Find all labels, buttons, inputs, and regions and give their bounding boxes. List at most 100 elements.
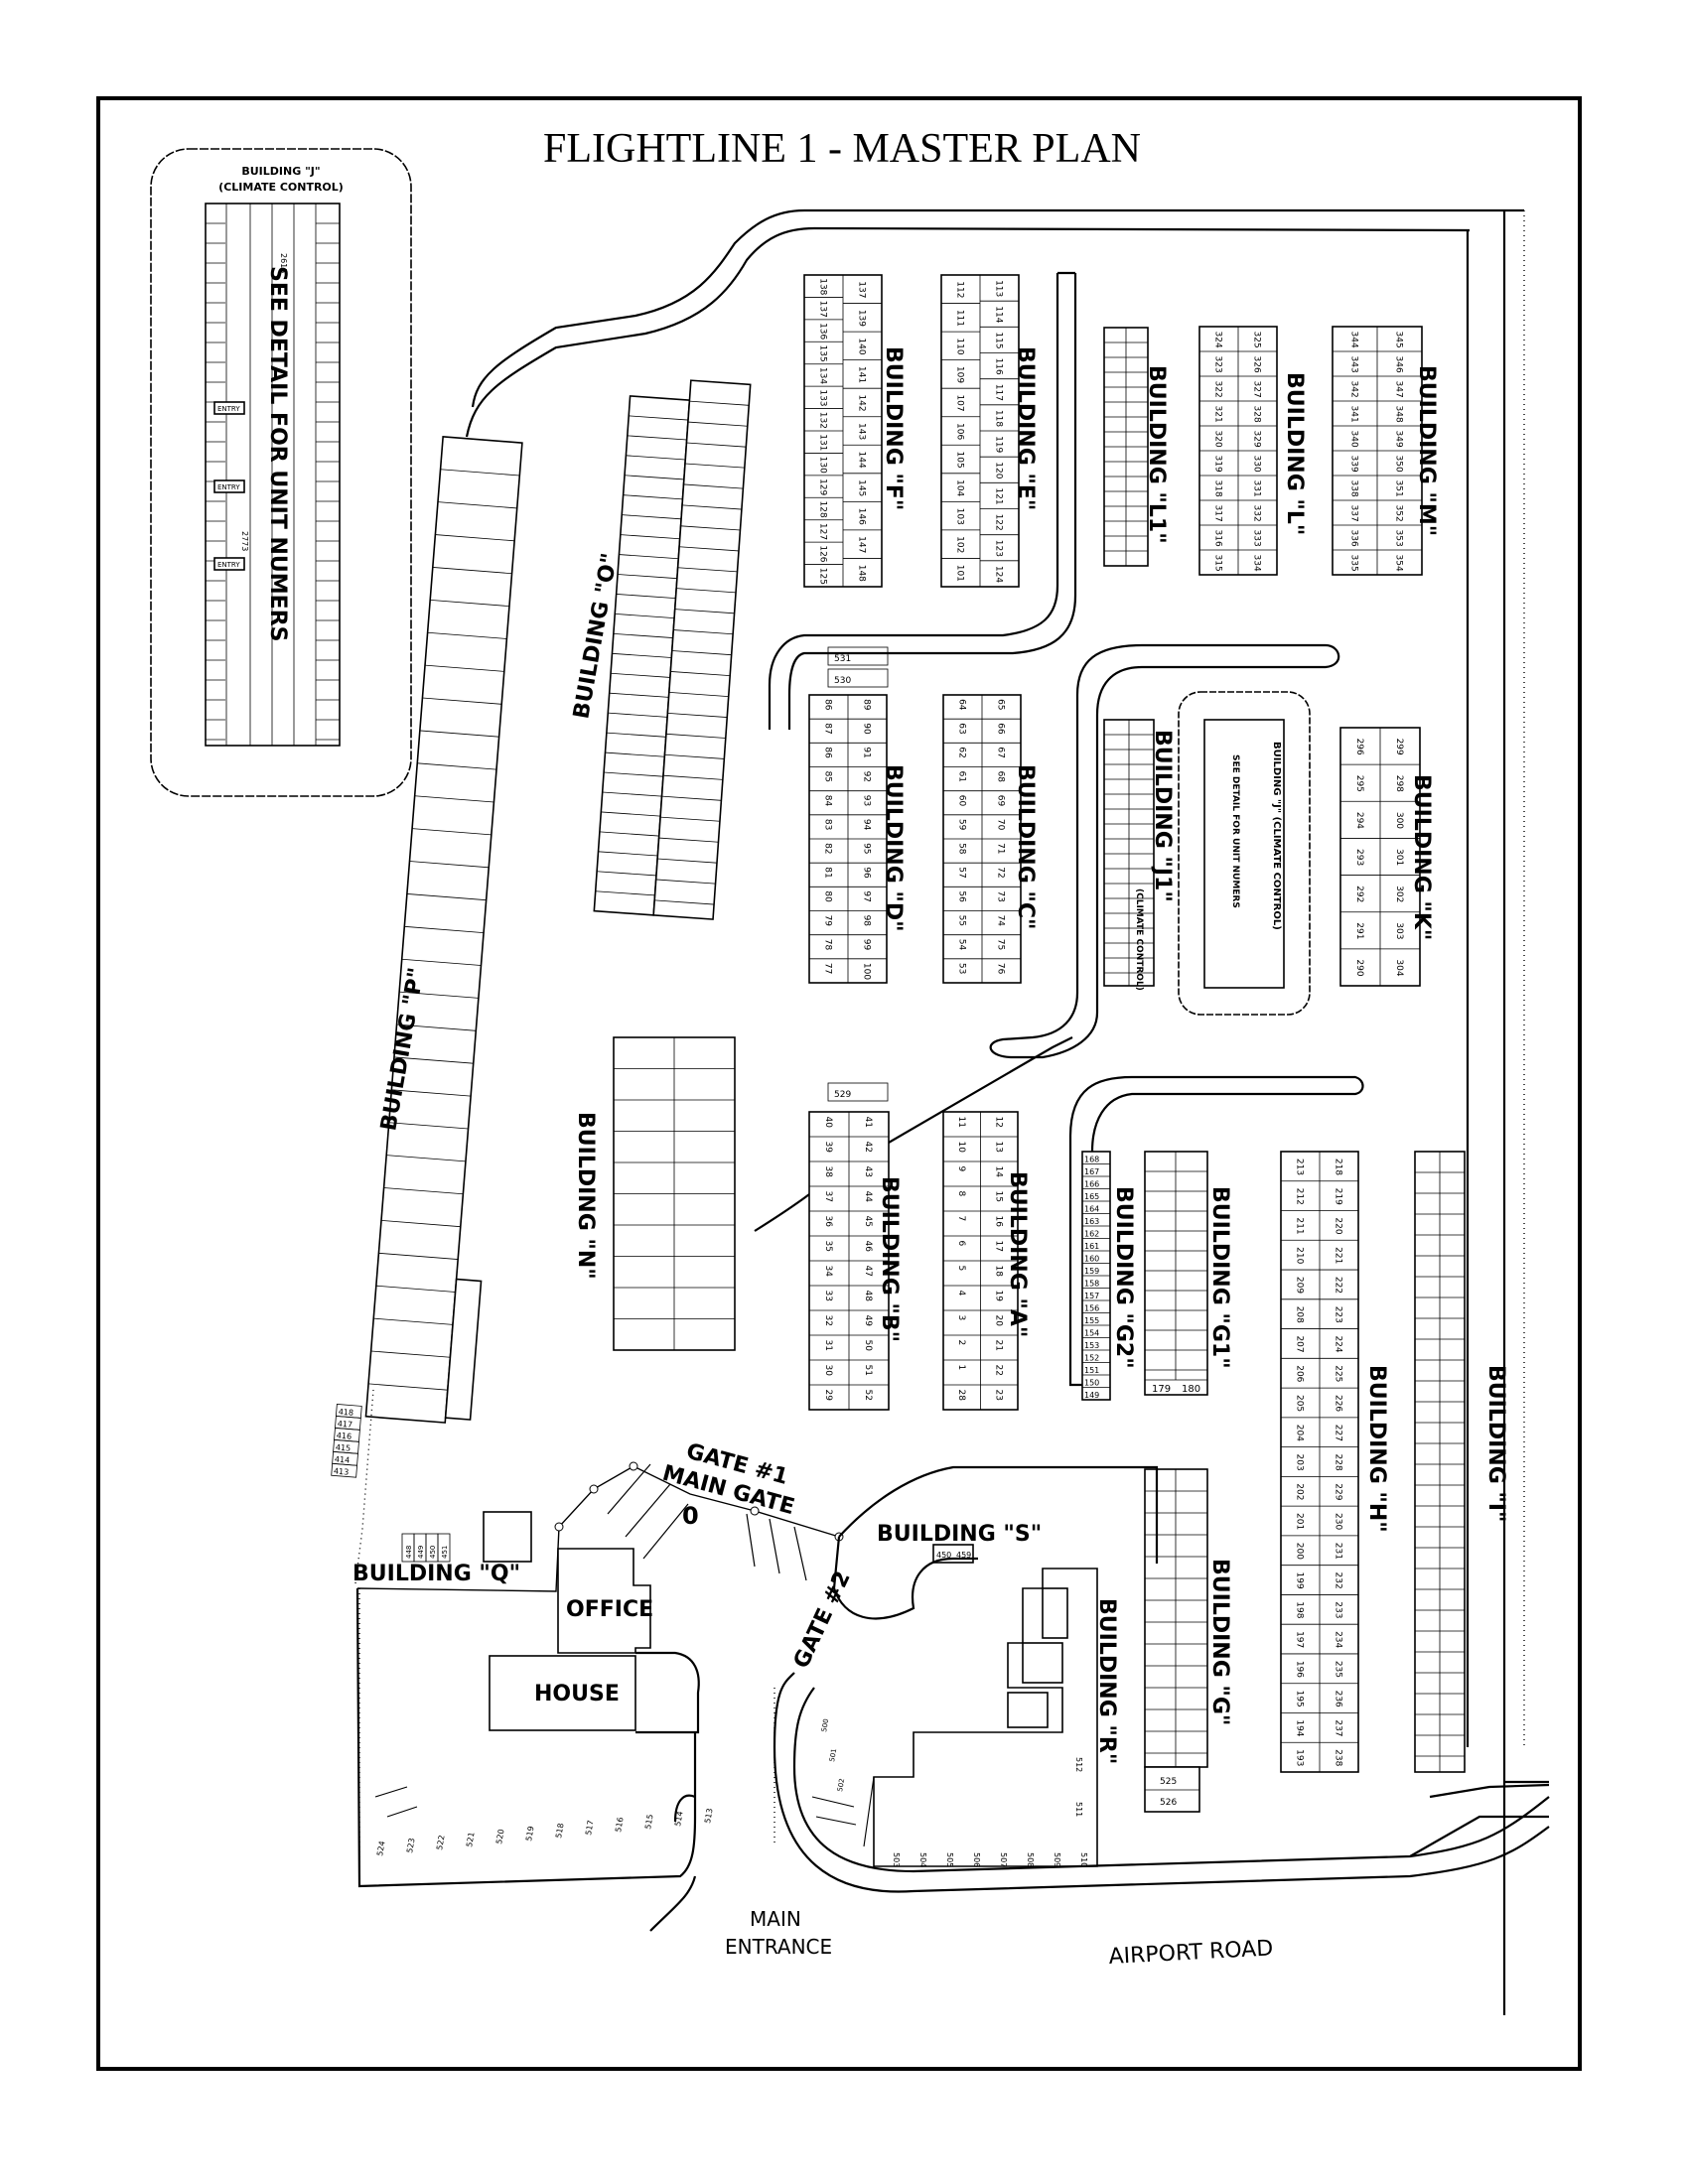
unit-label: 509 — [1053, 1852, 1061, 1867]
label-building-g2: BUILDING "G2" — [1111, 1186, 1136, 1369]
unit-label: 210 — [1295, 1247, 1305, 1264]
unit-label: 347 — [1394, 381, 1404, 398]
building-i — [1414, 1151, 1466, 1773]
detail-heading-2: (CLIMATE CONTROL) — [218, 181, 344, 194]
unit-label: 417 — [337, 1420, 352, 1430]
unit-label: 209 — [1295, 1277, 1305, 1294]
unit-label: 238 — [1334, 1749, 1343, 1766]
building-k: 2962952942932922912902992983003013023033… — [1339, 727, 1421, 987]
unit-label: 127 — [818, 523, 828, 540]
unit-label: 143 — [857, 423, 867, 440]
unit-label: 193 — [1295, 1749, 1305, 1766]
unit-label: 159 — [1084, 1267, 1099, 1276]
unit-label: 28 — [956, 1390, 966, 1402]
unit-label: 116 — [994, 358, 1004, 375]
label-building-b: BUILDING "B" — [877, 1176, 902, 1342]
unit-label: 330 — [1252, 456, 1262, 473]
unit-label: 334 — [1252, 555, 1262, 572]
unit-label: 179 — [1152, 1384, 1171, 1395]
unit-label: 415 — [336, 1443, 352, 1453]
unit-label: 298 — [1394, 775, 1404, 792]
detail-unit-grid — [205, 204, 341, 746]
unit-label: 524 — [375, 1841, 387, 1857]
unit-label: 346 — [1394, 356, 1404, 373]
unit-label: 15 — [993, 1191, 1003, 1202]
unit-label: 92 — [862, 771, 872, 782]
unit-label: 337 — [1349, 505, 1359, 522]
unit-label: 126 — [818, 545, 828, 562]
label-building-m: BUILDING "M" — [1414, 365, 1439, 536]
unit-label: 326 — [1252, 356, 1262, 373]
unit-label: 146 — [857, 508, 867, 525]
unit-label: 67 — [996, 747, 1006, 757]
unit-label: 290 — [1354, 959, 1364, 976]
unit-label: 293 — [1354, 849, 1364, 866]
building-m: 3443433423413403393383373363353453463473… — [1332, 326, 1423, 576]
unit-label: 291 — [1354, 922, 1364, 939]
unit-label: 199 — [1295, 1572, 1305, 1589]
unit-label: 161 — [1084, 1242, 1099, 1251]
detail-heading-1: BUILDING "J" — [241, 165, 320, 178]
unit-label: 163 — [1084, 1217, 1099, 1226]
unit-label: 4 — [956, 1291, 966, 1297]
unit-label: 64 — [957, 699, 967, 711]
unit-label: 329 — [1252, 431, 1262, 448]
unit-label: 96 — [862, 867, 872, 879]
unit-label: 195 — [1295, 1691, 1305, 1707]
building-n — [613, 1036, 736, 1351]
unit-label: 505 — [945, 1852, 954, 1867]
unit-label: 345 — [1394, 332, 1404, 348]
unit-label: 137 — [857, 281, 867, 298]
unit-label: 71 — [996, 843, 1006, 854]
unit-label: 348 — [1394, 406, 1404, 423]
unit-label: 211 — [1295, 1217, 1305, 1234]
label-building-j1: BUILDING "J1" — [1150, 730, 1175, 902]
unit-label: 514 — [673, 1811, 685, 1828]
unit-label: 58 — [957, 843, 967, 855]
unit-label: 294 — [1354, 812, 1364, 829]
page-title: FLIGHTLINE 1 - MASTER PLAN — [543, 126, 1141, 172]
unit-label: 413 — [334, 1466, 350, 1476]
unit-label: 12 — [993, 1117, 1003, 1128]
unit-label: 194 — [1295, 1719, 1305, 1736]
unit-label: 31 — [823, 1340, 833, 1351]
label-building-c: BUILDING "C" — [1013, 764, 1038, 929]
unit-label: 523 — [405, 1838, 417, 1854]
building-f: 1381371361351341331321311301291281271261… — [803, 274, 883, 588]
unit-label: 29 — [823, 1390, 833, 1402]
office-label: OFFICE — [566, 1597, 653, 1622]
unit-label: 101 — [955, 565, 965, 582]
unit-label: 19 — [993, 1291, 1003, 1302]
unit-label: 11 — [956, 1117, 966, 1128]
unit-label: 451 — [441, 1546, 449, 1559]
unit-label: 327 — [1252, 381, 1262, 398]
unit-label: 79 — [823, 915, 833, 927]
unit-label: 328 — [1252, 406, 1262, 423]
unit-label: 166 — [1084, 1180, 1099, 1189]
unit-label: 43 — [863, 1166, 873, 1177]
unit-label: 502 — [836, 1778, 846, 1793]
unit-label: 62 — [957, 747, 967, 757]
unit-label: 212 — [1295, 1188, 1305, 1205]
unit-label: 59 — [957, 819, 967, 831]
unit-label: 158 — [1084, 1280, 1099, 1289]
unit-label: 91 — [862, 747, 872, 757]
label-building-h: BUILDING "H" — [1364, 1365, 1389, 1533]
unit-label: 150 — [1084, 1379, 1099, 1388]
unit-label: 197 — [1295, 1631, 1305, 1648]
unit-label: 504 — [918, 1852, 927, 1867]
unit-label: 221 — [1334, 1247, 1343, 1264]
unit-label: 66 — [996, 723, 1006, 735]
unit-label: 449 — [417, 1546, 425, 1559]
unit-label: 48 — [863, 1291, 873, 1302]
label-building-s: BUILDING "S" — [877, 1522, 1042, 1547]
unit-label: 83 — [823, 819, 833, 830]
unit-label: 516 — [614, 1817, 626, 1834]
unit-label: 343 — [1349, 356, 1359, 373]
unit-label: 450 — [429, 1546, 437, 1559]
unit-label: 36 — [823, 1216, 833, 1228]
unit-label: 13 — [993, 1142, 1003, 1153]
unit-label: 72 — [996, 867, 1006, 878]
